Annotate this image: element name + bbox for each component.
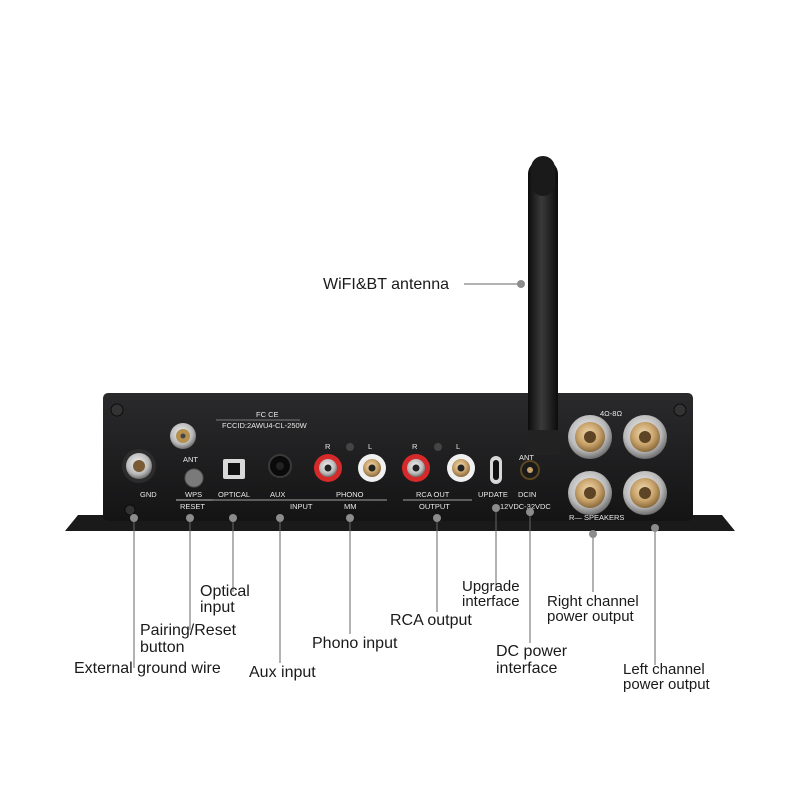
- optical-port: [223, 459, 245, 479]
- dot-phono: [346, 514, 354, 522]
- label-ant-right: ANT: [519, 453, 534, 462]
- label-phono-l: L: [368, 442, 372, 451]
- label-voltage: 12VDC-32VDC: [500, 502, 551, 511]
- leader-dots: [130, 280, 659, 538]
- callout-dc-line1: DC power: [496, 643, 568, 660]
- aux-jack: [268, 454, 292, 478]
- rca-ground-screw: [434, 443, 442, 451]
- panel-screw-bl: [124, 504, 136, 516]
- ant-connector-left: [170, 423, 196, 449]
- label-gnd: GND: [140, 490, 157, 499]
- speaker-terminal-l-minus: [623, 471, 667, 515]
- leader-lines: [133, 283, 656, 668]
- callout-pairing-line2: button: [140, 639, 185, 656]
- gnd-terminal: [122, 449, 156, 483]
- dot-optical: [229, 514, 237, 522]
- callout-left-line1: Left channel: [623, 661, 705, 678]
- phono-rca-right: [314, 454, 342, 482]
- label-rca-r: R: [412, 442, 418, 451]
- antenna-body: [528, 160, 558, 450]
- dot-dc: [526, 508, 534, 516]
- rca-out-left: [447, 454, 475, 482]
- antenna-base: [526, 430, 560, 455]
- dot-antenna: [517, 280, 525, 288]
- callout-pairing-line1: Pairing/Reset: [140, 622, 237, 639]
- label-phono: PHONO: [336, 490, 364, 499]
- label-dcin: DCIN: [518, 490, 536, 499]
- phono-ground-screw: [346, 443, 354, 451]
- label-rca-out: RCA OUT: [416, 490, 450, 499]
- dot-pairing: [186, 514, 194, 522]
- label-phono-r: R: [325, 442, 331, 451]
- dot-left: [651, 524, 659, 532]
- callout-aux: Aux input: [249, 664, 316, 681]
- phono-rca-left: [358, 454, 386, 482]
- rca-out-right: [402, 454, 430, 482]
- callout-ground: External ground wire: [74, 660, 221, 677]
- callout-right-line1: Right channel: [547, 593, 639, 610]
- callout-antenna: WiFI&BT antenna: [323, 276, 449, 293]
- label-rca-l: L: [456, 442, 460, 451]
- label-wps: WPS: [185, 490, 202, 499]
- label-optical: OPTICAL: [218, 490, 250, 499]
- label-speakers: R— SPEAKERS: [569, 513, 624, 522]
- callout-upgrade-line1: Upgrade: [462, 578, 520, 595]
- dot-upgrade: [492, 504, 500, 512]
- callout-upgrade-line2: interface: [462, 593, 520, 610]
- wps-reset-button[interactable]: [184, 468, 204, 488]
- callout-optical-line2: input: [200, 599, 235, 616]
- label-update: UPDATE: [478, 490, 508, 499]
- label-aux: AUX: [270, 490, 285, 499]
- dot-rca: [433, 514, 441, 522]
- label-reset: RESET: [180, 502, 205, 511]
- usb-c-update-port: [490, 456, 502, 484]
- label-output: OUTPUT: [419, 502, 450, 511]
- callout-phono: Phono input: [312, 635, 398, 652]
- dot-ground: [130, 514, 138, 522]
- dc-in-jack: [520, 460, 540, 480]
- dot-aux: [276, 514, 284, 522]
- label-ant-left: ANT: [183, 455, 198, 464]
- fcc-id: FCCID:2AWU4-CL-250W: [222, 421, 308, 430]
- callout-dc-line2: interface: [496, 660, 558, 677]
- label-mm: MM: [344, 502, 357, 511]
- callout-left-line2: power output: [623, 676, 710, 693]
- speaker-terminal-l-plus: [568, 471, 612, 515]
- callout-rca: RCA output: [390, 612, 472, 629]
- panel-screw-tl: [110, 403, 124, 417]
- dot-right: [589, 530, 597, 538]
- label-impedance: 4Ω-8Ω: [600, 409, 622, 418]
- panel-screw-tr: [673, 403, 687, 417]
- fcc-marks: FC CE: [256, 410, 279, 419]
- antenna-tip: [531, 156, 555, 196]
- label-input: INPUT: [290, 502, 313, 511]
- speaker-terminal-r-minus: [623, 415, 667, 459]
- speaker-terminal-r-plus: [568, 415, 612, 459]
- callout-right-line2: power output: [547, 608, 634, 625]
- callout-optical-line1: Optical: [200, 583, 250, 600]
